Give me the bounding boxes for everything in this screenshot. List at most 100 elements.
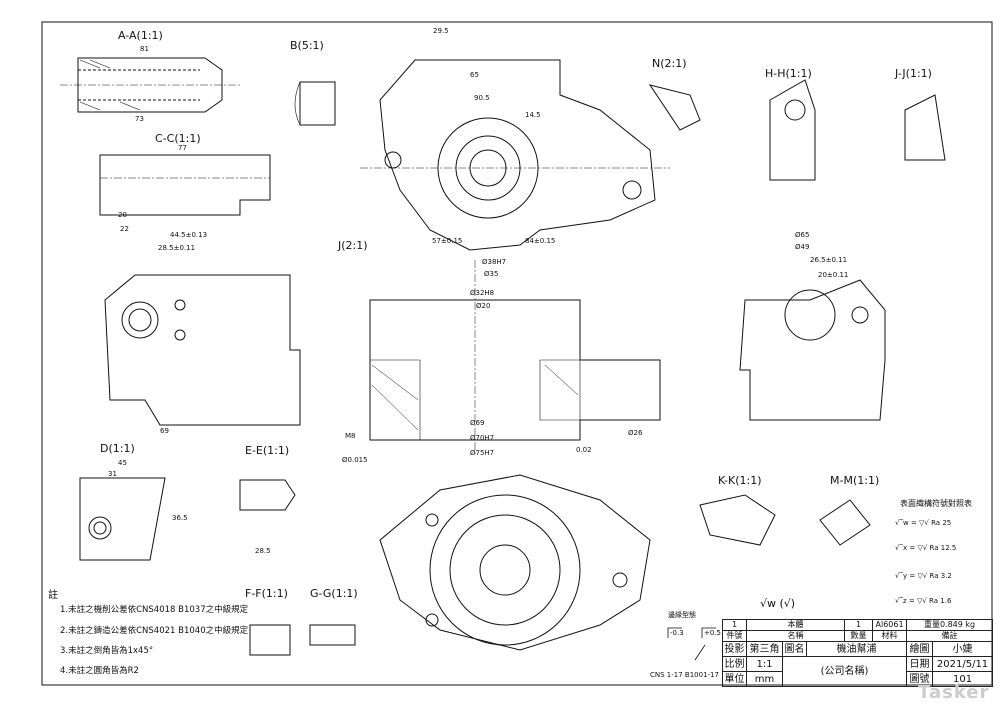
view-g-g [309, 624, 356, 646]
dim: Ø49 [795, 243, 810, 251]
dim: 90.5 [474, 94, 490, 102]
dim: Ø69 [470, 419, 485, 427]
note-item: 2.未註之鑄造公差依CNS4021 B1040之中級規定 [60, 626, 249, 636]
dim: 45 [118, 459, 127, 467]
view-label-n: N(2:1) [652, 57, 687, 70]
view-k-k [699, 494, 776, 546]
dim: 14.5 [525, 111, 541, 119]
view-b [294, 81, 336, 126]
date: 2021/5/11 [932, 656, 994, 672]
edge-title: 邊緣型態 [668, 611, 696, 619]
dim: 28.5 [255, 547, 271, 555]
surface-symbol: z [902, 597, 907, 605]
surface-ra: Ra 25 [931, 519, 952, 527]
dim: M8 [345, 432, 356, 440]
header-part-no: 件號 [722, 630, 747, 642]
surface-table-title: 表面織構符號對照表 [900, 499, 972, 508]
surface-row: √‾w = ▽√ Ra 25 [895, 519, 952, 527]
dim: 57±0.15 [432, 237, 463, 245]
drawing-name-label: 圖名 [782, 641, 807, 657]
surface-row: √‾y = ▽√ Ra 3.2 [895, 572, 952, 580]
dim: 77 [178, 144, 187, 152]
view-bottom [379, 474, 651, 651]
dim: 65 [470, 71, 479, 79]
dim: Ø65 [795, 231, 810, 239]
dim: 31 [108, 470, 117, 478]
edge-plus: +0.5 [704, 629, 721, 637]
standard-ref: CNS 1-17 B1001-17 [650, 671, 719, 679]
drawing-name: 機油幫浦 [805, 641, 908, 657]
view-h-h [769, 79, 816, 181]
view-label-m-m: M-M(1:1) [830, 474, 880, 487]
material: Al6061 [872, 619, 908, 631]
header-remark: 備註 [906, 630, 994, 642]
date-label: 日期 [906, 656, 934, 672]
view-label-e-e: E-E(1:1) [245, 444, 290, 457]
view-e-e [239, 479, 296, 511]
unit-label: 單位 [722, 671, 747, 687]
dim: Ø32H8 [470, 289, 495, 297]
surface-row: √‾z = ▽√ Ra 1.6 [895, 597, 952, 605]
surface-symbol: x [902, 544, 908, 552]
view-label-c-c: C-C(1:1) [155, 132, 201, 145]
dim: 26.5±0.11 [810, 256, 848, 264]
note-item: 1.未註之機削公差依CNS4018 B1037之中級規定 [60, 605, 249, 615]
view-main-top [360, 59, 670, 251]
note-item: 4.未註之圓角皆為R2 [60, 666, 139, 676]
scale-label: 比例 [722, 656, 747, 672]
dim: 29.5 [433, 27, 449, 35]
remark: 重量0.849 kg [906, 619, 994, 631]
dim: Ø35 [484, 270, 499, 278]
view-f-f [249, 624, 291, 656]
surface-symbol: w [902, 519, 909, 527]
dim: 69 [160, 427, 169, 435]
general-finish: √w (√) [760, 597, 796, 610]
part-no: 1 [722, 619, 747, 631]
projection: 第三角 [746, 641, 783, 657]
gdt-frame: Ø0.015 [342, 456, 368, 464]
watermark: Tasker [918, 682, 990, 703]
surface-ra: Ra 1.6 [929, 597, 952, 605]
part-name: 本體 [745, 619, 846, 631]
dim: 44.5±0.13 [170, 231, 208, 239]
surface-ra: Ra 12.5 [929, 544, 957, 552]
view-left [104, 274, 301, 426]
view-label-k-k: K-K(1:1) [718, 474, 762, 487]
surface-ra: Ra 3.2 [929, 572, 952, 580]
drawing-no: 101 [932, 671, 994, 687]
view-a-a [60, 57, 240, 113]
dim: 28.5±0.11 [158, 244, 196, 252]
gdt-frame: 0.02 [576, 446, 592, 454]
dim: Ø20 [476, 302, 491, 310]
dim: 20±0.11 [818, 271, 849, 279]
view-right [739, 279, 886, 421]
notes-title: 註 [48, 590, 58, 601]
view-m-m [819, 499, 871, 546]
edge-condition-symbols [667, 627, 716, 661]
drawing-border [41, 21, 993, 686]
view-label-g-g: G-G(1:1) [310, 587, 358, 600]
dim: Ø75H7 [470, 449, 495, 457]
view-label-j: J(2:1) [338, 239, 368, 252]
view-n [648, 84, 701, 131]
header-qty: 數量 [844, 630, 874, 642]
unit: mm [746, 671, 783, 687]
dim: 81 [140, 45, 149, 53]
dim: 73 [135, 115, 144, 123]
header-material: 材料 [872, 630, 908, 642]
dim: 22 [120, 225, 129, 233]
dim: Ø70H7 [470, 434, 495, 442]
dim: 84±0.15 [525, 237, 556, 245]
dim: Ø38H7 [482, 258, 507, 266]
view-label-j-j: J-J(1:1) [895, 67, 932, 80]
scale: 1:1 [746, 656, 783, 672]
surface-row: √‾x = ▽√ Ra 12.5 [895, 544, 957, 552]
view-label-d: D(1:1) [100, 442, 135, 455]
note-item: 3.未註之倒角皆為1x45° [60, 646, 154, 656]
view-label-a-a: A-A(1:1) [118, 29, 163, 42]
view-label-f-f: F-F(1:1) [245, 587, 288, 600]
edge-minus: -0.3 [670, 629, 684, 637]
view-j-j [904, 94, 946, 161]
